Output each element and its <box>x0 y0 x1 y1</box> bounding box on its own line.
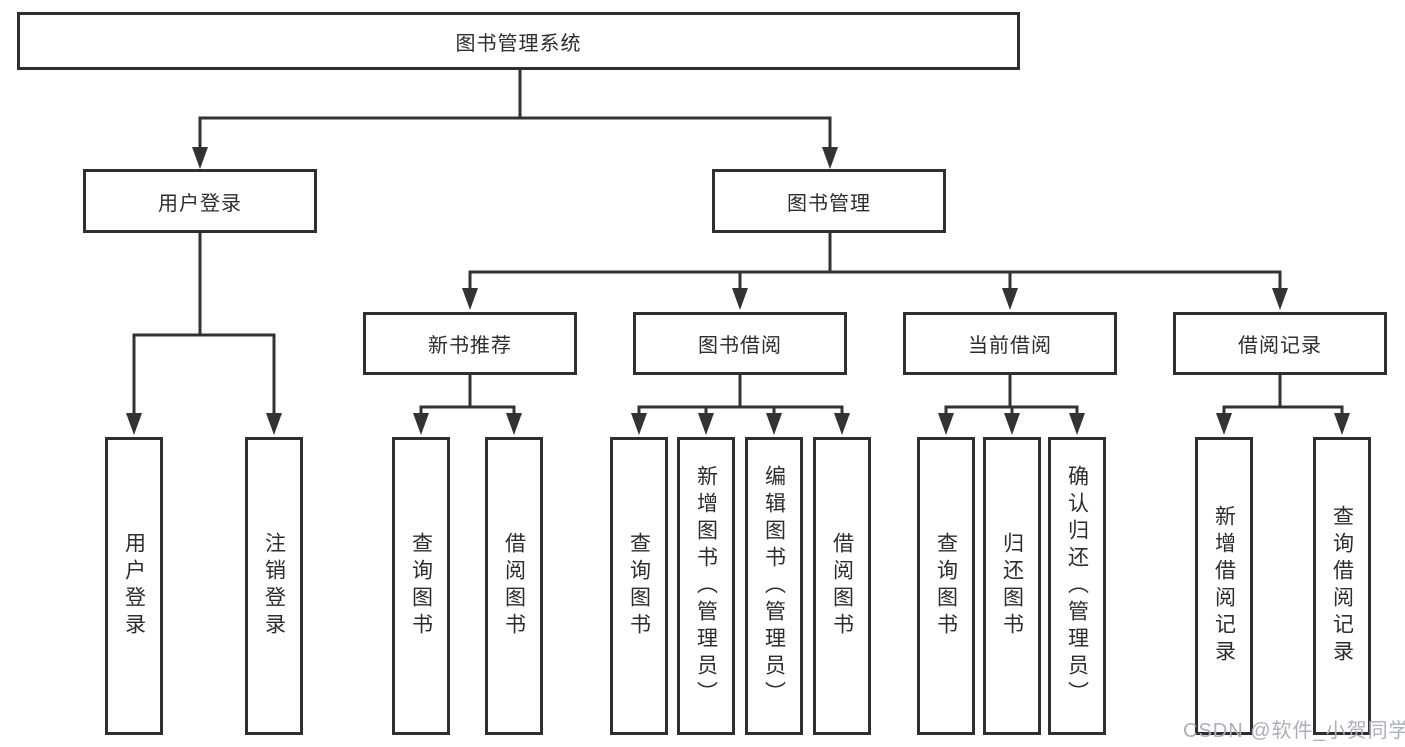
node-user-login-leaf: 用户登录 <box>105 437 163 735</box>
leaf-label: 注销登录 <box>262 532 286 640</box>
node-nb-borrow-books: 借阅图书 <box>485 437 543 735</box>
node-bb-edit-books-admin: 编辑图书（管理员） <box>745 437 803 735</box>
node-logout-leaf: 注销登录 <box>245 437 303 735</box>
node-cb-query-books: 查询图书 <box>917 437 975 735</box>
leaf-label: 借阅图书 <box>830 532 854 640</box>
node-user-login: 用户登录 <box>83 169 317 233</box>
watermark: CSDN @软件_小贺同学 <box>1183 720 1405 742</box>
node-nb-query-books: 查询图书 <box>392 437 450 735</box>
leaf-label: 编辑图书（管理员） <box>762 464 786 708</box>
node-new-book-recommend: 新书推荐 <box>363 312 577 375</box>
leaf-label: 新增借阅记录 <box>1212 505 1236 667</box>
node-br-add-record: 新增借阅记录 <box>1195 437 1253 735</box>
leaf-label: 归还图书 <box>1000 532 1024 640</box>
node-cb-return-books: 归还图书 <box>983 437 1041 735</box>
arrowheads <box>126 147 1350 435</box>
leaf-label: 查询图书 <box>409 532 433 640</box>
node-bb-add-books-admin: 新增图书（管理员） <box>677 437 735 735</box>
leaf-label: 查询图书 <box>934 532 958 640</box>
node-book-borrowing: 图书借阅 <box>633 312 847 375</box>
node-book-management: 图书管理 <box>712 169 946 233</box>
node-library-system: 图书管理系统 <box>17 12 1020 70</box>
leaf-label: 借阅图书 <box>502 532 526 640</box>
node-bb-query-books: 查询图书 <box>610 437 668 735</box>
node-bb-borrow-books: 借阅图书 <box>813 437 871 735</box>
node-borrow-records: 借阅记录 <box>1173 312 1387 375</box>
leaf-label: 查询借阅记录 <box>1330 505 1354 667</box>
leaf-label: 用户登录 <box>122 532 146 640</box>
leaf-label: 确认归还（管理员） <box>1065 464 1089 708</box>
leaf-label: 新增图书（管理员） <box>694 464 718 708</box>
node-cb-confirm-return-admin: 确认归还（管理员） <box>1048 437 1106 735</box>
node-br-query-record: 查询借阅记录 <box>1313 437 1371 735</box>
node-current-borrowing: 当前借阅 <box>903 312 1117 375</box>
leaf-label: 查询图书 <box>627 532 651 640</box>
